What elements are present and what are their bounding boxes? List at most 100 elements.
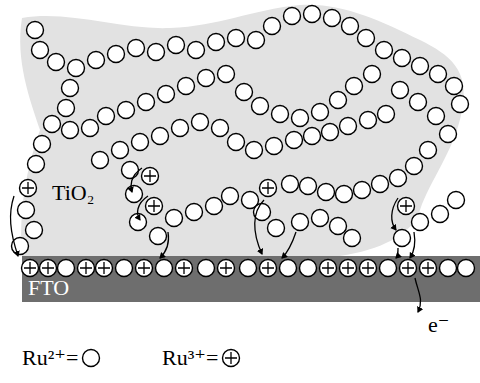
ru2-molecule: [192, 114, 209, 131]
ru2-molecule: [212, 120, 229, 137]
ru2-molecule: [324, 10, 341, 27]
ru3-molecule: [360, 260, 377, 277]
plus-sign: [80, 262, 92, 274]
ru2-molecule: [198, 70, 215, 87]
ru2-molecule: [344, 230, 361, 247]
ru2-molecule: [128, 40, 145, 57]
plus-sign: [178, 262, 190, 274]
ru2-molecule: [138, 94, 155, 111]
ru2-molecule: [394, 50, 411, 67]
ru2-molecule: [188, 42, 205, 59]
ru2-molecule: [446, 78, 463, 95]
ru2-molecule: [118, 102, 135, 119]
ru3-molecule: [40, 260, 57, 277]
plus-sign: [422, 262, 434, 274]
transfer-arrow: [415, 278, 421, 312]
ru2-molecule: [430, 66, 447, 83]
ru3-molecule: [420, 260, 437, 277]
ru2-molecule: [272, 106, 289, 123]
ru3-molecule: [320, 260, 337, 277]
ru2-molecule: [228, 30, 245, 47]
plus-sign: [98, 262, 110, 274]
ru2-molecule: [112, 142, 129, 159]
ru3-molecule: [400, 260, 417, 277]
ru2-molecule: [218, 66, 235, 83]
ru2-molecule: [186, 204, 203, 221]
ru2-molecule: [236, 84, 253, 101]
fto-band: [22, 256, 480, 302]
transfer-arrow: [255, 200, 264, 254]
ru2-molecule: [62, 80, 79, 97]
plus-sign: [262, 262, 274, 274]
ru2-molecule: [28, 156, 45, 173]
ru3-molecule: [176, 260, 193, 277]
ru2-molecule: [268, 220, 285, 237]
ru2-molecule: [394, 230, 411, 247]
ru2-molecule: [82, 120, 99, 137]
ru2-molecule: [322, 124, 339, 141]
ru2-molecule: [440, 260, 457, 277]
ru2-molecule: [378, 106, 395, 123]
ru2-molecule: [292, 110, 309, 127]
plus-sign: [148, 200, 160, 212]
ru2-molecule: [48, 54, 65, 71]
ru2-molecule: [34, 136, 51, 153]
ru2-molecule: [440, 126, 457, 143]
plus-sign: [22, 182, 34, 194]
ru2-molecule: [266, 138, 283, 155]
plus-sign: [138, 262, 150, 274]
plus-sign: [24, 262, 36, 274]
transfer-arrow: [138, 196, 148, 220]
ru2-molecule: [358, 30, 375, 47]
ru2-molecule: [198, 260, 215, 277]
ru3-molecule: [398, 198, 415, 215]
plus-sign: [220, 262, 232, 274]
tio2-region: [20, 5, 464, 256]
ru2-molecule: [412, 214, 429, 231]
ru2-molecule: [27, 22, 44, 39]
ru2-molecule: [166, 210, 183, 227]
ru2-molecule: [346, 78, 363, 95]
ru3-molecule: [340, 260, 357, 277]
plus-sign: [400, 200, 412, 212]
transfer-arrow: [392, 198, 398, 230]
ru3-molecule: [22, 260, 39, 277]
ru3-symbol: [220, 347, 242, 369]
ru2-molecule: [32, 42, 49, 59]
ru2-molecule: [420, 142, 437, 159]
ru2-molecule: [428, 108, 445, 125]
ru2-molecule: [432, 206, 449, 223]
ru2-molecule: [92, 152, 109, 169]
transfer-arrow: [396, 248, 398, 258]
ru3-molecule: [136, 260, 153, 277]
hole-hopping-arrows: [11, 168, 421, 312]
ru2-molecule: [286, 132, 303, 149]
transfer-arrow: [282, 232, 296, 258]
ru2-molecule: [380, 260, 397, 277]
ru2-molecule: [222, 188, 239, 205]
ru2-molecule: [246, 142, 263, 159]
ru2-molecule: [132, 134, 149, 151]
transfer-arrow: [11, 196, 18, 256]
ru2-molecule: [148, 44, 165, 61]
legend-text: Ru²⁺=: [22, 347, 78, 369]
ru3-molecule: [96, 260, 113, 277]
ru2-molecule: [168, 37, 185, 54]
material-label: TiO₂: [52, 182, 94, 204]
ru2-symbol: [80, 347, 102, 369]
ru2-molecule: [458, 260, 475, 277]
plus-sign: [342, 262, 354, 274]
ru2-molecule: [158, 86, 175, 103]
ru2-molecule: [282, 176, 299, 193]
ru2-molecule: [342, 18, 359, 35]
ru2-molecule: [150, 228, 167, 245]
transfer-arrow: [131, 168, 142, 192]
plus-sign: [402, 262, 414, 274]
ru2-molecule: [340, 118, 357, 135]
ru2-molecule: [280, 260, 297, 277]
ru2-molecule: [208, 34, 225, 51]
ru2-molecule: [68, 60, 85, 77]
legend-text: Ru³⁺=: [162, 347, 218, 369]
ru2-molecule: [206, 198, 223, 215]
plus-sign: [144, 170, 156, 182]
